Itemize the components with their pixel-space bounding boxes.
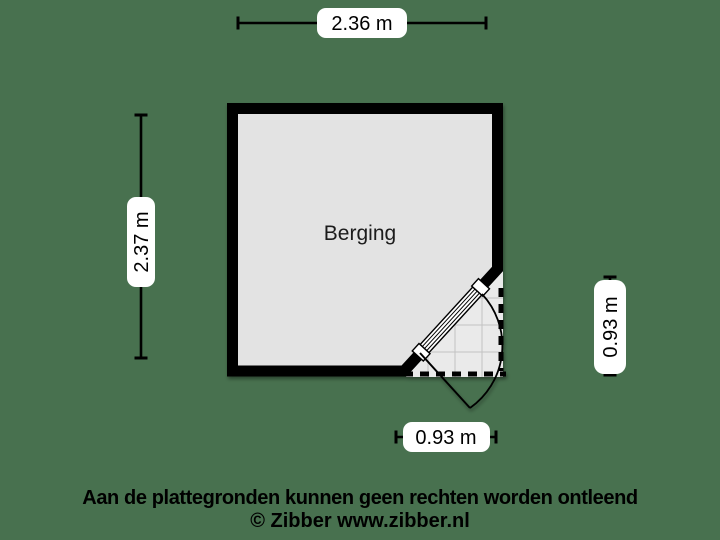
door-jamb-bottom: [411, 342, 432, 363]
dim-label-right: 0.93 m: [600, 296, 622, 357]
dimension-top: 2.36 m: [236, 8, 488, 38]
dim-label-box: [317, 8, 407, 38]
dimensions: 2.36 m 2.37 m 0.93 m 0.93 m: [127, 8, 626, 452]
floorplan-drawing: Berging: [227, 103, 506, 409]
footer: Aan de plattegronden kunnen geen rechten…: [0, 487, 720, 533]
dim-label-left: 2.37 m: [131, 211, 153, 272]
dim-label-box: [127, 197, 155, 287]
door-jamb-top: [470, 277, 491, 298]
disclaimer-text: Aan de plattegronden kunnen geen rechten…: [82, 487, 638, 509]
door-swing-arc: [469, 293, 504, 409]
room-label: Berging: [324, 222, 396, 245]
dim-label-box: [403, 422, 490, 452]
dimension-bottom: 0.93 m: [394, 422, 498, 452]
door: [411, 277, 491, 363]
dim-label-bottom: 0.93 m: [415, 427, 476, 449]
dimension-left: 2.37 m: [127, 113, 155, 360]
dim-label-top: 2.36 m: [331, 13, 392, 35]
dim-label-box: [594, 280, 626, 374]
door-leaf-lines: [421, 288, 480, 351]
door-open-leaf-line: [419, 352, 471, 409]
dimension-right: 0.93 m: [594, 275, 626, 377]
copyright-text: © Zibber www.zibber.nl: [250, 510, 470, 532]
